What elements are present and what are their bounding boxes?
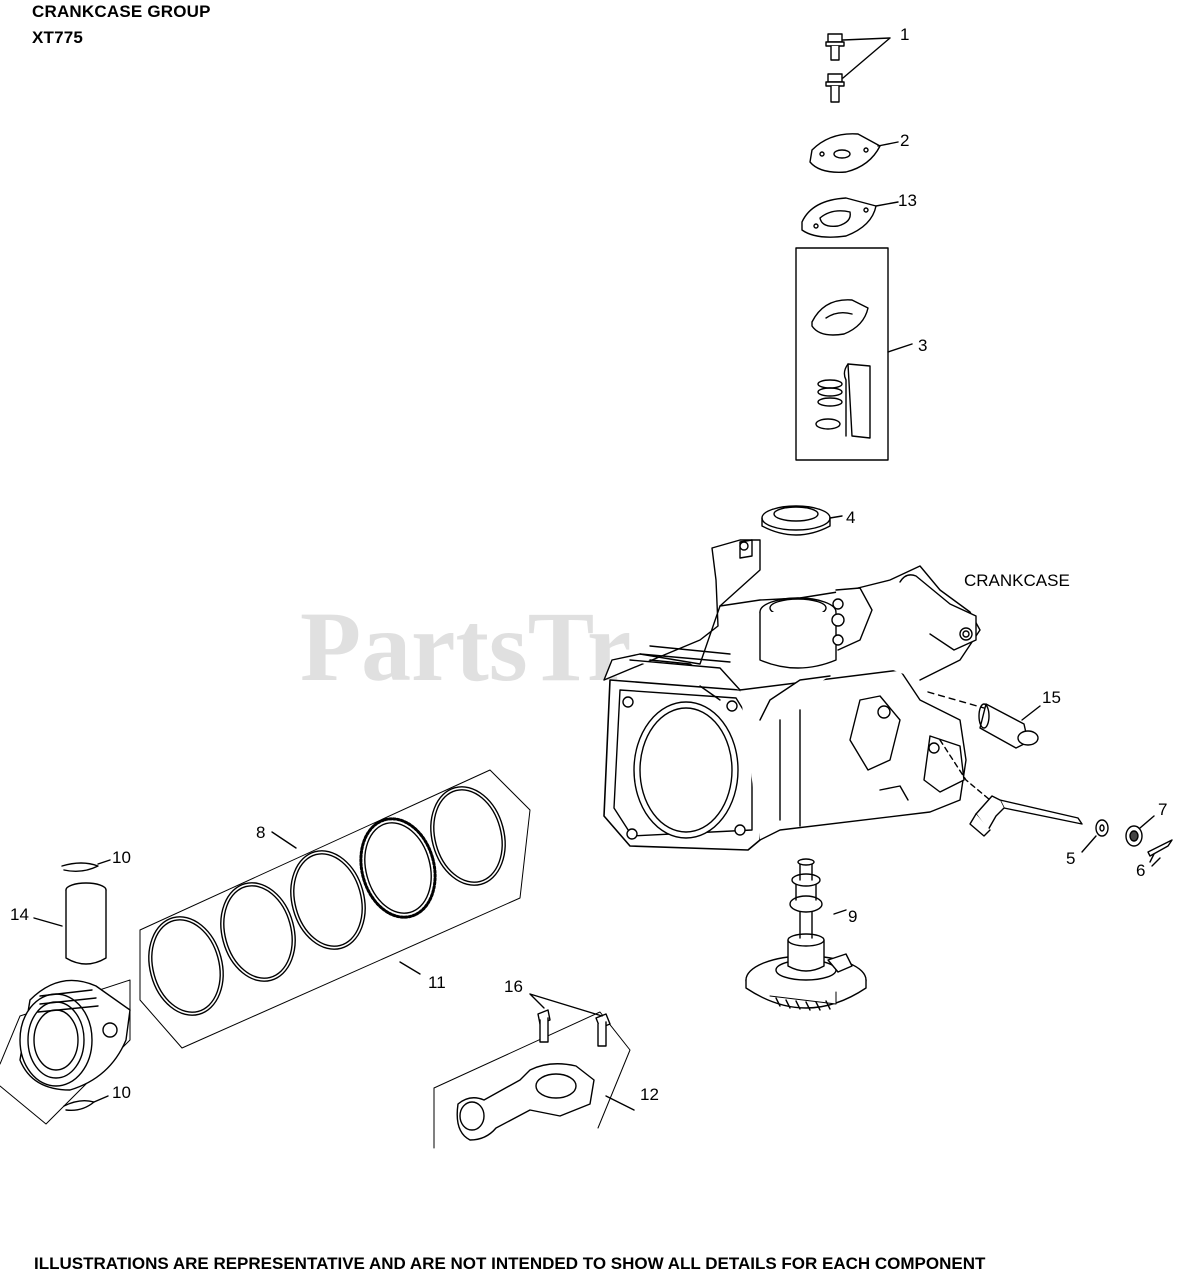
callout-9: 9 [848, 907, 857, 926]
callout-4: 4 [846, 508, 855, 527]
callout-6: 6 [1136, 861, 1145, 880]
part-13-gasket[interactable] [801, 197, 899, 238]
part-15-breather[interactable] [927, 691, 1041, 749]
crankcase[interactable] [603, 539, 981, 851]
piston-assembly[interactable] [0, 859, 131, 1125]
callout-13: 13 [898, 191, 917, 210]
part-6-clip[interactable] [1147, 839, 1173, 867]
part-2-plate[interactable] [809, 133, 899, 173]
callout-10-top: 10 [112, 848, 131, 867]
parts-diagram: PartsTr [0, 25, 1173, 1149]
ring-kit[interactable] [138, 769, 531, 1049]
disclaimer: ILLUSTRATIONS ARE REPRESENTATIVE AND ARE… [34, 1254, 986, 1273]
diagram-title: CRANKCASE GROUP [32, 2, 211, 21]
callout-14: 14 [10, 905, 29, 924]
connecting-rod-assembly[interactable] [433, 993, 635, 1149]
model-number: XT775 [32, 28, 84, 47]
part-9-camshaft[interactable] [745, 858, 867, 1011]
callout-15: 15 [1042, 688, 1061, 707]
callout-16: 16 [504, 977, 523, 996]
crankcase-label: CRANKCASE [964, 571, 1070, 590]
part-5-washer[interactable] [1081, 819, 1109, 853]
part-governor-shaft[interactable] [939, 739, 1083, 837]
callout-3: 3 [918, 336, 927, 355]
callout-8: 8 [256, 823, 265, 842]
callout-5: 5 [1066, 849, 1075, 868]
part-1-screws[interactable] [825, 33, 891, 103]
callout-12: 12 [640, 1085, 659, 1104]
part-7-seal[interactable] [1125, 815, 1155, 847]
callout-1: 1 [900, 25, 909, 44]
callout-2: 2 [900, 131, 909, 150]
watermark: PartsTr [300, 591, 631, 702]
callout-7: 7 [1158, 800, 1167, 819]
part-3-kit[interactable] [795, 247, 913, 461]
part-4-seal[interactable] [761, 505, 843, 536]
callout-10-bottom: 10 [112, 1083, 131, 1102]
callout-11: 11 [428, 973, 446, 992]
